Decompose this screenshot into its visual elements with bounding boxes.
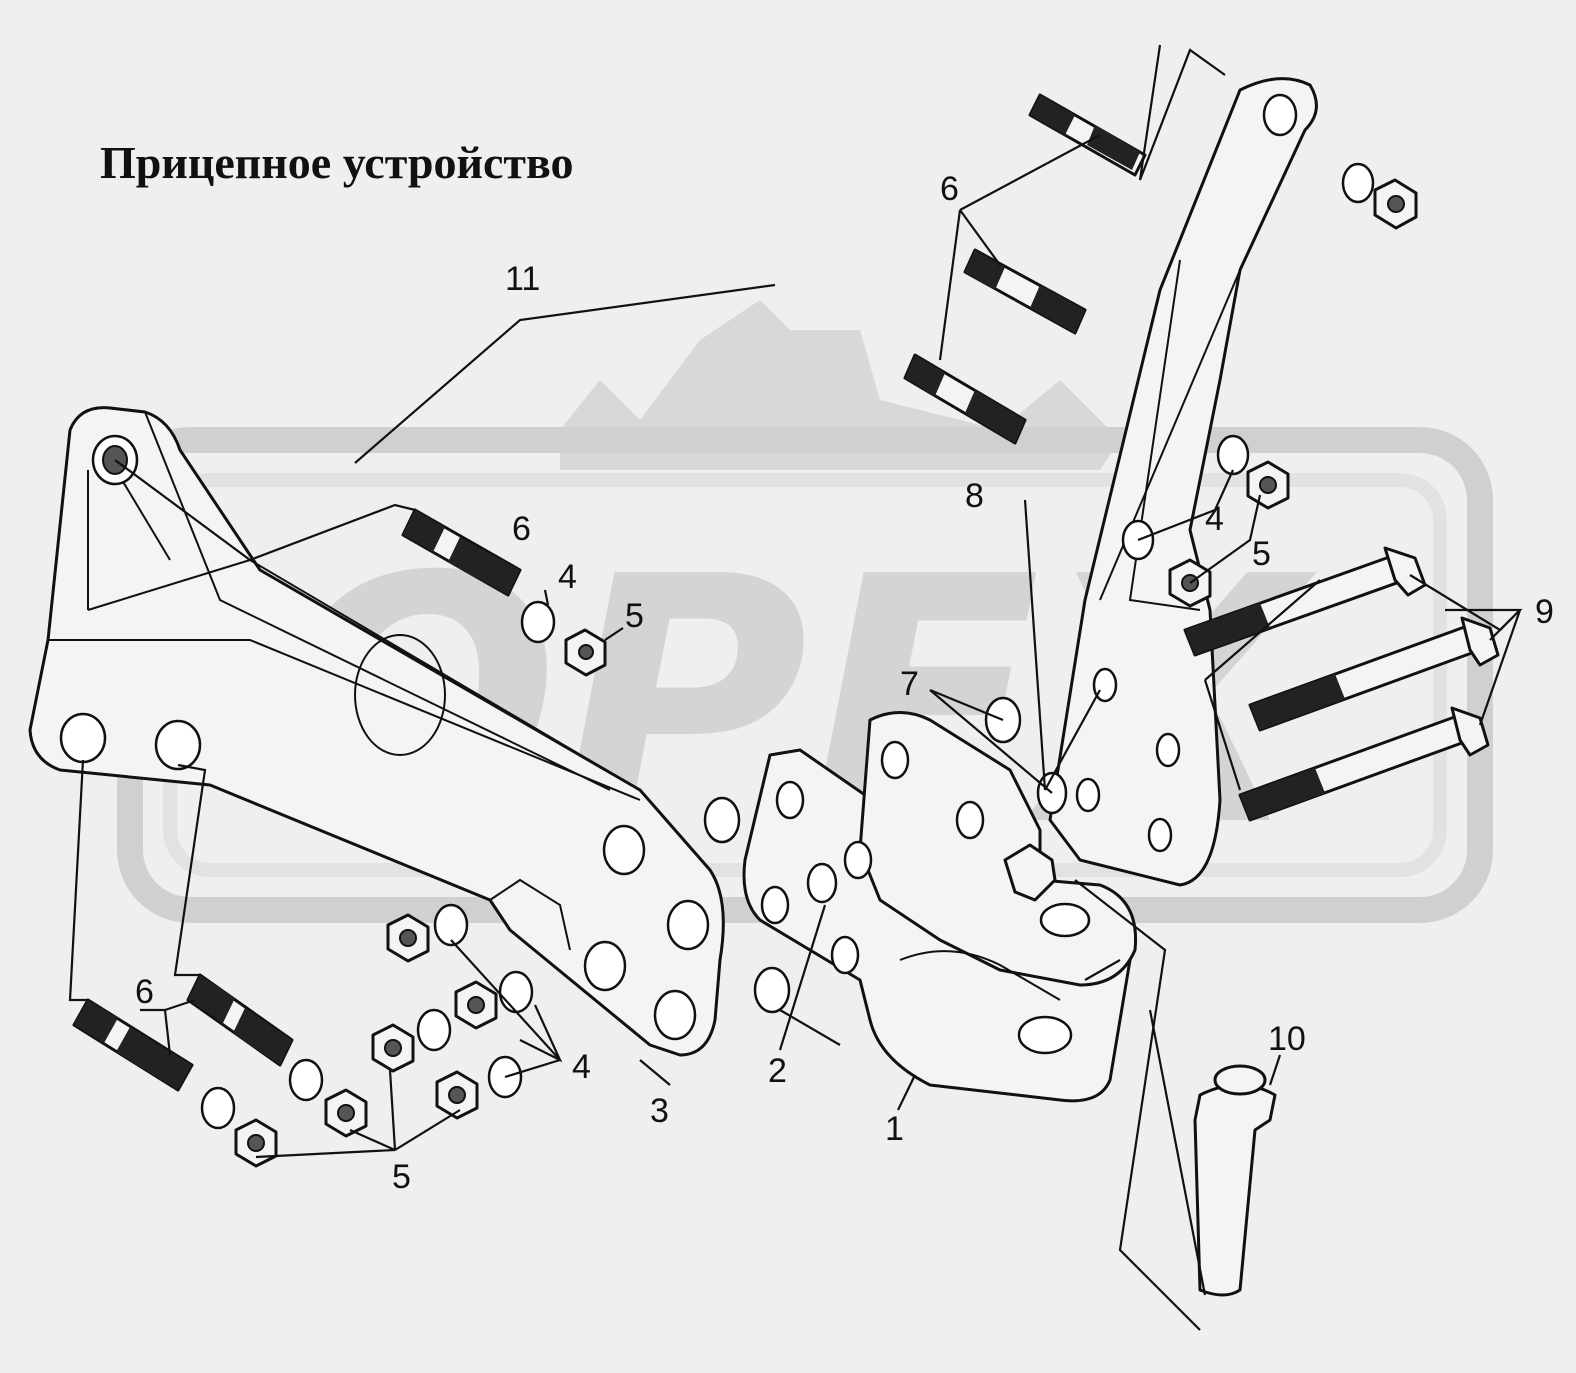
callout-5-bottom: 5 [392, 1158, 411, 1196]
callout-5-right: 5 [1252, 535, 1271, 573]
washer-3 [703, 796, 741, 844]
callout-4-bottom: 4 [572, 1048, 591, 1086]
bracket-left-11 [28, 406, 725, 1057]
diagram-title: Прицепное устройство [100, 137, 574, 188]
callout-5-mid: 5 [625, 597, 644, 635]
stud-6-top-a [1028, 93, 1147, 177]
callout-7: 7 [900, 665, 919, 703]
washer-2 [753, 966, 791, 1014]
stud-6-top-c [903, 353, 1027, 445]
callout-6-bottom: 6 [135, 973, 154, 1011]
callout-1: 1 [885, 1110, 904, 1148]
stud-6-mid [401, 508, 522, 597]
stud-6-bottom-a [72, 998, 194, 1092]
bolt-9-a [1183, 546, 1427, 657]
pin-10 [1193, 1064, 1277, 1297]
callout-6-mid: 6 [512, 510, 531, 548]
arm-bracket-8 [1048, 77, 1318, 887]
callout-6-top: 6 [940, 170, 959, 208]
callout-3: 3 [650, 1092, 669, 1130]
callout-8: 8 [965, 477, 984, 515]
stud-6-top-b [963, 248, 1087, 335]
stud-6-bottom-b [186, 973, 294, 1067]
callouts: 1 2 3 4 4 4 5 5 5 6 6 6 7 8 9 10 11 [135, 170, 1554, 1196]
bolt-9-b [1248, 616, 1500, 732]
callout-4-mid: 4 [558, 558, 577, 596]
callout-10: 10 [1268, 1020, 1306, 1058]
callout-4-right: 4 [1205, 500, 1224, 538]
callout-9: 9 [1535, 593, 1554, 631]
callout-2: 2 [768, 1052, 787, 1090]
hitch-body-1 [742, 711, 1138, 1103]
callout-11: 11 [505, 260, 540, 298]
bolt-9-c [1238, 706, 1490, 822]
leader-lines [68, 44, 1523, 1331]
